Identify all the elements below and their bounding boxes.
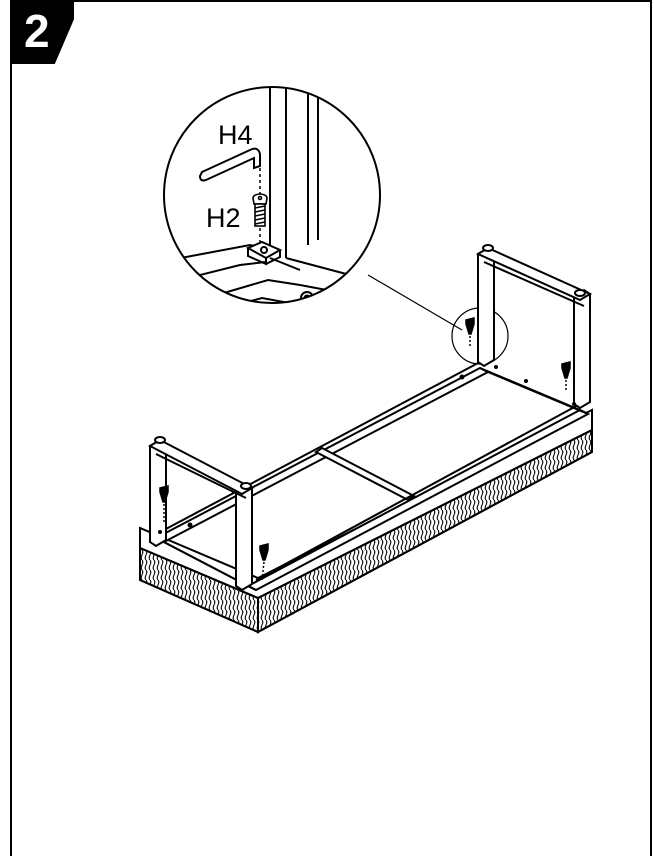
screw-icon xyxy=(465,317,475,348)
seat-cushion xyxy=(139,408,593,634)
screw-group xyxy=(159,317,571,581)
screw-icon xyxy=(252,193,268,227)
detail-callout xyxy=(163,86,381,304)
screw-icon xyxy=(561,361,571,392)
callout-leader xyxy=(367,274,463,331)
leg-frame-right xyxy=(475,244,593,410)
step-number: 2 xyxy=(24,5,50,57)
hole-markers xyxy=(158,365,576,534)
callout-circle xyxy=(163,86,381,304)
screw-icon xyxy=(259,543,269,581)
hex-key-icon xyxy=(198,147,261,182)
page-frame xyxy=(10,0,652,856)
leg-frame-left xyxy=(147,436,255,592)
part-label-h4: H4 xyxy=(218,120,253,150)
part-label-h2: H2 xyxy=(206,203,241,233)
screw-icon xyxy=(159,485,169,522)
